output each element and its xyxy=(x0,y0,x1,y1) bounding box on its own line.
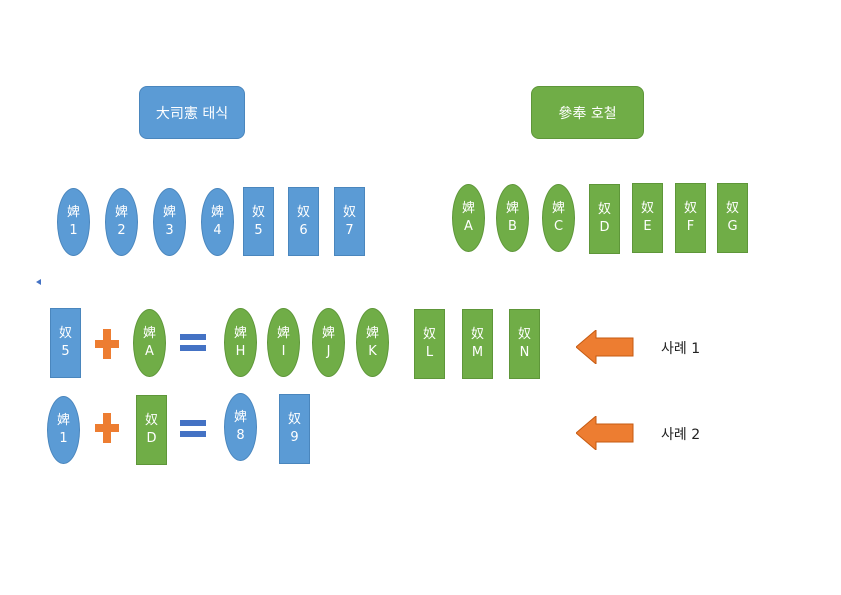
index: 9 xyxy=(290,430,299,445)
plus-icon xyxy=(95,329,119,359)
glyph: 奴 xyxy=(517,327,531,342)
glyph: 奴 xyxy=(597,202,611,217)
index: L xyxy=(425,345,434,360)
index: 5 xyxy=(254,222,263,238)
case2-label: 사례 2 xyxy=(661,427,701,443)
case1-label: 사례 1 xyxy=(661,341,701,357)
plus-icon xyxy=(95,413,119,443)
index: 5 xyxy=(61,344,70,359)
glyph: 婢 xyxy=(114,205,128,220)
index: D xyxy=(599,220,610,235)
glyph: 奴 xyxy=(251,204,265,220)
glyph: 奴 xyxy=(640,201,654,216)
glyph: 婢 xyxy=(210,205,224,220)
glyph: 婢 xyxy=(551,201,565,216)
glyph: 婢 xyxy=(56,413,70,428)
glyph: 奴 xyxy=(422,327,436,342)
index: E xyxy=(643,219,652,234)
index: D xyxy=(146,431,157,446)
index: B xyxy=(508,219,517,234)
glyph: 奴 xyxy=(296,204,310,220)
equals-icon xyxy=(180,334,206,352)
index: K xyxy=(368,343,377,359)
glyph: 婢 xyxy=(321,325,335,341)
glyph: 奴 xyxy=(683,201,697,216)
glyph: 婢 xyxy=(233,410,247,425)
arrow-left-icon xyxy=(576,330,634,364)
index: H xyxy=(235,343,246,359)
index: 6 xyxy=(299,222,308,238)
glyph: 奴 xyxy=(342,204,356,220)
index: 3 xyxy=(165,223,174,238)
glyph: 婢 xyxy=(365,325,379,341)
index: 1 xyxy=(59,431,68,446)
index: F xyxy=(686,219,695,234)
glyph: 婢 xyxy=(162,205,176,220)
glyph: 婢 xyxy=(233,325,247,341)
glyph: 奴 xyxy=(470,327,484,342)
index: N xyxy=(519,345,530,360)
glyph: 奴 xyxy=(144,413,158,428)
title-left: 大司憲 태식 xyxy=(139,86,245,139)
index: I xyxy=(281,343,286,359)
index: 1 xyxy=(69,223,78,238)
index: M xyxy=(471,345,484,360)
index: 8 xyxy=(236,428,245,443)
index: 2 xyxy=(117,223,126,238)
glyph: 婢 xyxy=(461,201,475,216)
index: J xyxy=(326,343,331,359)
index: 7 xyxy=(345,222,354,238)
glyph: 婢 xyxy=(66,205,80,220)
glyph: 奴 xyxy=(287,412,301,427)
glyph: 奴 xyxy=(725,201,739,216)
glyph: 婢 xyxy=(276,325,290,341)
arrow-left-icon xyxy=(576,416,634,450)
index: 4 xyxy=(213,223,222,238)
index: C xyxy=(553,219,564,234)
glyph: 奴 xyxy=(58,326,72,341)
title-right: 參奉 호철 xyxy=(531,86,644,139)
index: A xyxy=(145,344,154,359)
index: G xyxy=(727,219,738,234)
cursor-marker xyxy=(36,279,41,285)
equals-icon xyxy=(180,420,206,438)
index: A xyxy=(464,219,473,234)
glyph: 婢 xyxy=(142,326,156,341)
glyph: 婢 xyxy=(505,201,519,216)
